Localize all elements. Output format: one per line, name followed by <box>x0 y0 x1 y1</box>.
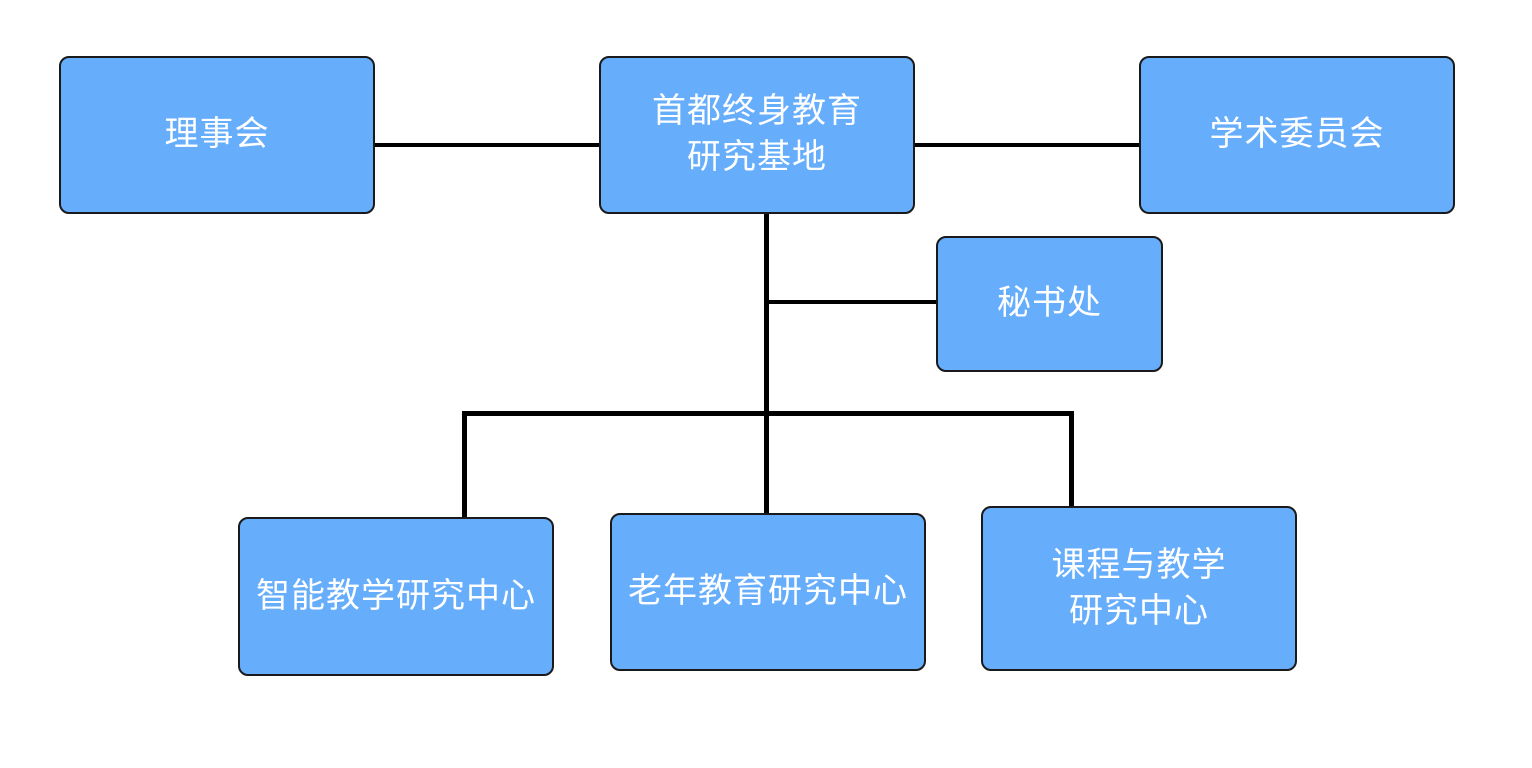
node-council: 理事会 <box>59 56 375 214</box>
node-base: 首都终身教育 研究基地 <box>599 56 915 214</box>
node-elderly-label: 老年教育研究中心 <box>628 571 908 612</box>
connector-secretariat <box>764 300 938 304</box>
connector-smart <box>462 411 467 519</box>
node-base-line1: 首都终身教育 <box>652 91 862 132</box>
connector-council-base <box>374 143 600 147</box>
node-secretariat-label: 秘书处 <box>997 283 1102 324</box>
connector-curriculum <box>1069 411 1074 508</box>
node-academic-label: 学术委员会 <box>1209 114 1385 155</box>
node-secretariat: 秘书处 <box>936 236 1163 372</box>
node-base-line2: 研究基地 <box>687 137 827 177</box>
node-academic-committee: 学术委员会 <box>1139 56 1455 214</box>
node-curriculum-center: 课程与教学 研究中心 <box>981 506 1297 671</box>
node-smart-teaching-center: 智能教学研究中心 <box>238 517 554 676</box>
node-smart-label: 智能教学研究中心 <box>256 575 536 616</box>
node-curriculum-line2: 研究中心 <box>1069 590 1209 631</box>
connector-base-academic <box>914 143 1140 147</box>
node-council-label: 理事会 <box>164 114 270 155</box>
connector-bottom-bus <box>462 411 1074 416</box>
node-curriculum-line1: 课程与教学 <box>1051 544 1227 585</box>
node-elderly-education-center: 老年教育研究中心 <box>610 513 926 671</box>
connector-trunk <box>764 213 769 515</box>
